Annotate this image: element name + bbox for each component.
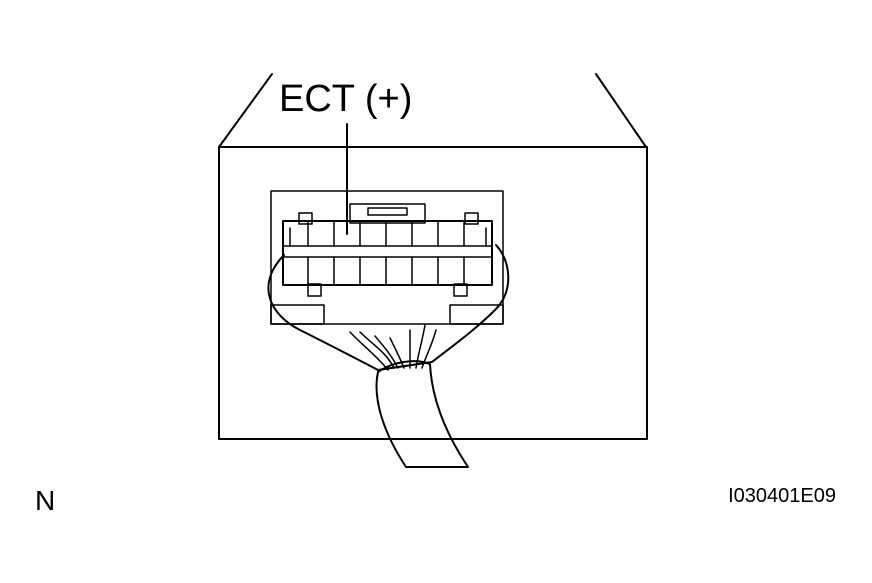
lower-row-cavities xyxy=(307,256,465,286)
harness-cable xyxy=(375,360,469,468)
lock-bracket xyxy=(349,203,426,224)
right-top-post xyxy=(464,212,479,225)
view-mark-label: N xyxy=(35,485,55,516)
wire-strand xyxy=(421,329,437,369)
right-bottom-tab xyxy=(449,304,504,325)
left-bottom-tab xyxy=(270,304,325,325)
harness-boot-outline xyxy=(267,244,510,371)
housing-body xyxy=(218,146,648,440)
wire-strand xyxy=(374,335,399,369)
left-top-post xyxy=(298,212,313,225)
wire-strands xyxy=(349,324,437,371)
connector xyxy=(282,203,493,297)
wire-harness xyxy=(267,244,510,468)
wire-strand xyxy=(415,324,426,369)
connector-body xyxy=(282,220,493,286)
wire-strand xyxy=(389,337,405,369)
upper-row-cavities xyxy=(307,220,465,247)
right-perspective-line xyxy=(595,73,647,148)
wire-strand xyxy=(349,331,389,371)
left-perspective-line xyxy=(218,73,273,148)
housing-perspective-lines xyxy=(218,73,647,148)
lock-tab xyxy=(367,207,408,216)
receptacle-recess xyxy=(270,190,504,325)
figure-code-label: I030401E09 xyxy=(728,485,836,507)
wire-strand xyxy=(359,331,395,369)
ect-terminal-label: ECT (+) xyxy=(279,78,412,120)
